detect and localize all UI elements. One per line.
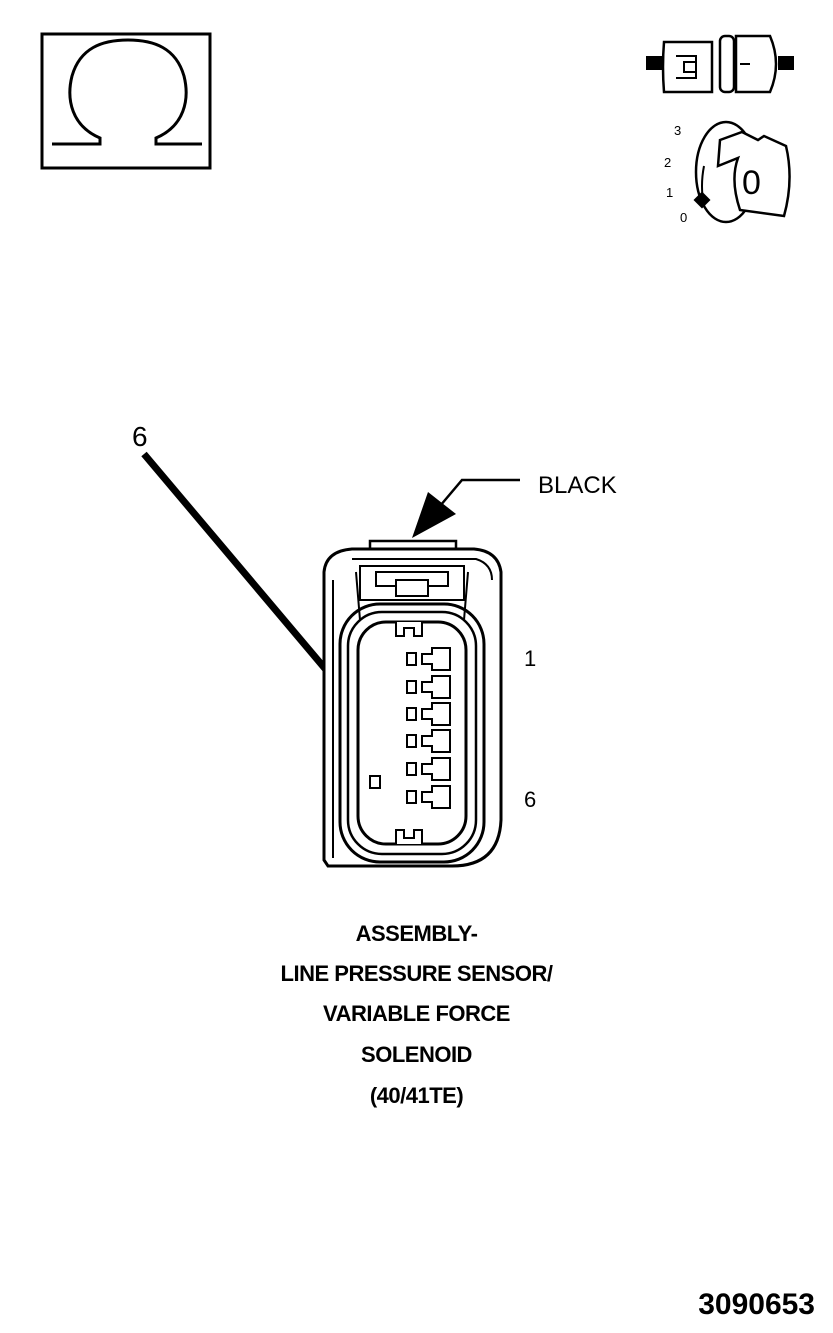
omega-ohm-icon [40,32,212,170]
ignition-key-label: 0 [742,164,761,202]
terminal-cavity-5 [406,757,451,781]
pin-callout-label: 6 [132,421,148,452]
terminal-cavities [406,647,451,809]
disconnected-connector-icon [646,34,794,94]
connector-body [322,539,503,868]
title-line-2: LINE PRESSURE SENSOR/ [280,961,553,986]
pin-number-first: 1 [524,646,536,671]
ignition-position-1: 1 [666,185,673,200]
title-line-5: (40/41TE) [369,1083,464,1108]
ignition-position-3: 3 [674,123,681,138]
ignition-key-off-icon: 3 2 1 0 0 [664,120,791,225]
color-leader-arrow [412,478,520,538]
ignition-position-0: 0 [680,210,687,225]
title-line-1: ASSEMBLY- [355,921,478,946]
terminal-cavity-3 [406,702,451,726]
terminal-cavity-2 [406,675,451,699]
pin-number-last: 6 [524,787,536,812]
connector-color-label: BLACK [538,472,617,499]
title-line-4: SOLENOID [361,1042,472,1067]
terminal-cavity-6 [406,785,451,809]
terminal-cavity-1 [406,647,451,671]
figure-number: 3090653 [698,1288,815,1321]
ignition-position-2: 2 [664,155,671,170]
terminal-cavity-4 [406,729,451,753]
title-line-3: VARIABLE FORCE [323,1001,510,1026]
